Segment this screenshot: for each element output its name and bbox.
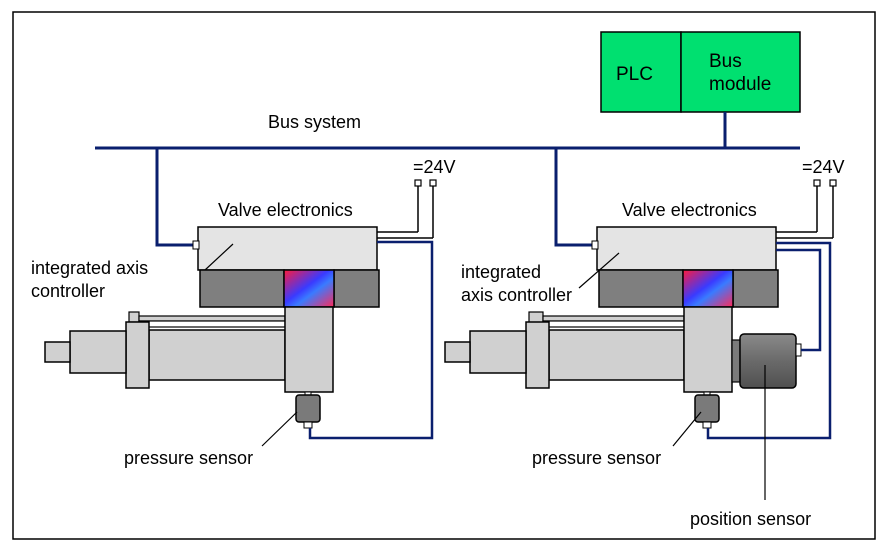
right-pressure-sensor — [694, 394, 720, 423]
left-supply-label: =24V — [413, 157, 456, 177]
bus-drop-left — [155, 148, 194, 247]
left-valve-label: Valve electronics — [218, 200, 353, 220]
left-piston-rod — [44, 341, 71, 363]
bus-module-label-2: module — [709, 74, 771, 95]
right-supply-label: =24V — [802, 157, 845, 177]
bus-drop-right — [554, 148, 592, 247]
right-pressure-label: pressure sensor — [532, 448, 661, 468]
right-valve-label: Valve electronics — [622, 200, 757, 220]
right-servo-valve — [682, 269, 734, 308]
left-pressure-label: pressure sensor — [124, 448, 253, 468]
left-servo-valve — [283, 269, 335, 308]
left-pressure-sensor — [295, 394, 321, 423]
bus-system-label: Bus system — [268, 112, 361, 132]
left-cylinder-body — [148, 329, 286, 381]
plc-label: PLC — [616, 64, 653, 85]
right-position-sensor — [739, 333, 797, 389]
left-axis: =24V Valve electronics in — [31, 157, 456, 468]
bus-system — [95, 112, 800, 247]
right-valve-electronics — [596, 226, 777, 271]
bus-module-label-1: Bus — [709, 51, 742, 72]
right-controller-label-2: axis controller — [461, 285, 572, 305]
right-axis: =24V Valve electronics — [444, 157, 845, 529]
left-controller-label-2: controller — [31, 281, 105, 301]
right-position-label: position sensor — [690, 509, 811, 529]
right-piston-rod — [444, 341, 471, 363]
left-controller-label-1: integrated axis — [31, 258, 148, 278]
right-cylinder-body — [548, 329, 685, 381]
left-valve-electronics — [197, 226, 378, 271]
right-controller-label-1: integrated — [461, 262, 541, 282]
plc-unit: PLC Bus module — [600, 31, 801, 113]
plc-box — [600, 31, 682, 113]
bus-module-box — [680, 31, 801, 113]
